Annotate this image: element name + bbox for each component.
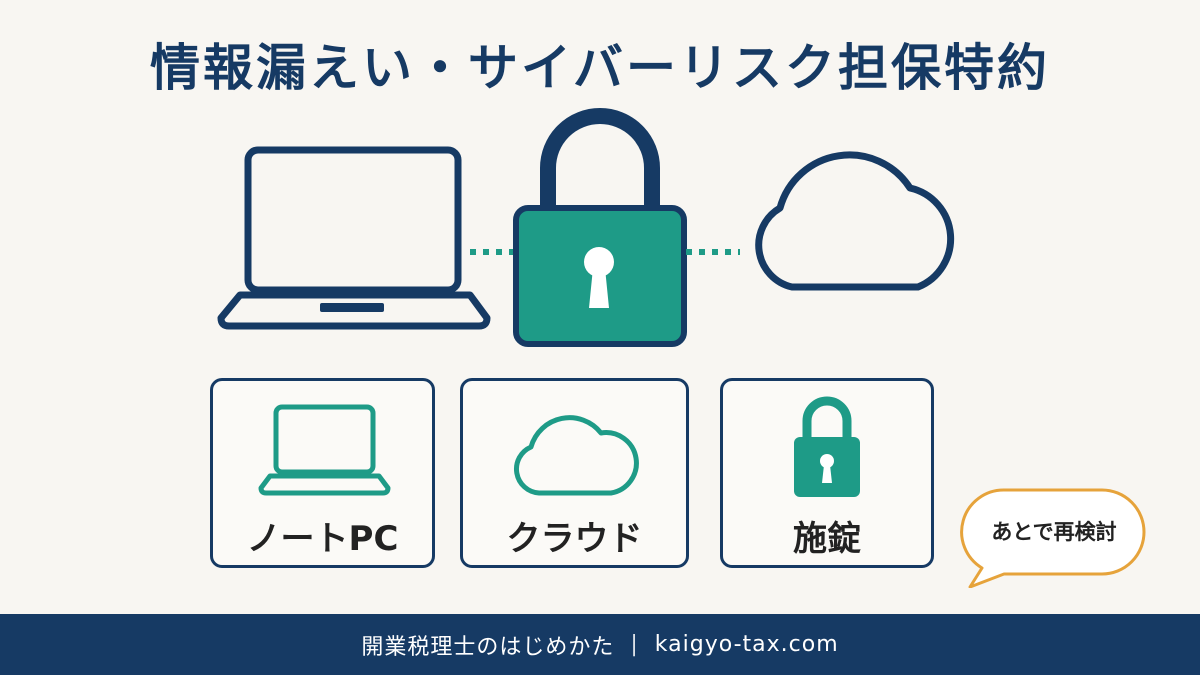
- footer-url[interactable]: kaigyo-tax.com: [654, 632, 839, 657]
- page-title: 情報漏えい・サイバーリスク担保特約: [150, 39, 1050, 97]
- bubble-text: あとで再検討: [991, 520, 1117, 544]
- padlock-icon: [794, 396, 860, 497]
- card-label: クラウド: [506, 519, 643, 559]
- speech-bubble: [960, 488, 1146, 588]
- card-label: ノートPC: [246, 519, 399, 559]
- card-cloud: クラウド: [460, 378, 689, 568]
- card-lock: 施錠: [720, 378, 934, 568]
- cloud-icon: [513, 415, 639, 496]
- padlock-icon: [513, 108, 687, 347]
- footer: 開業税理士のはじめかた | kaigyo-tax.com: [0, 614, 1200, 675]
- card-laptop: ノートPC: [210, 378, 435, 568]
- footer-separator: |: [630, 632, 639, 657]
- footer-site-name: 開業税理士のはじめかた: [361, 634, 615, 660]
- cloud-icon: [755, 151, 955, 291]
- hero-illustration: [217, 108, 955, 347]
- laptop-icon: [258, 404, 391, 496]
- laptop-icon: [217, 146, 491, 330]
- card-label: 施錠: [793, 519, 861, 559]
